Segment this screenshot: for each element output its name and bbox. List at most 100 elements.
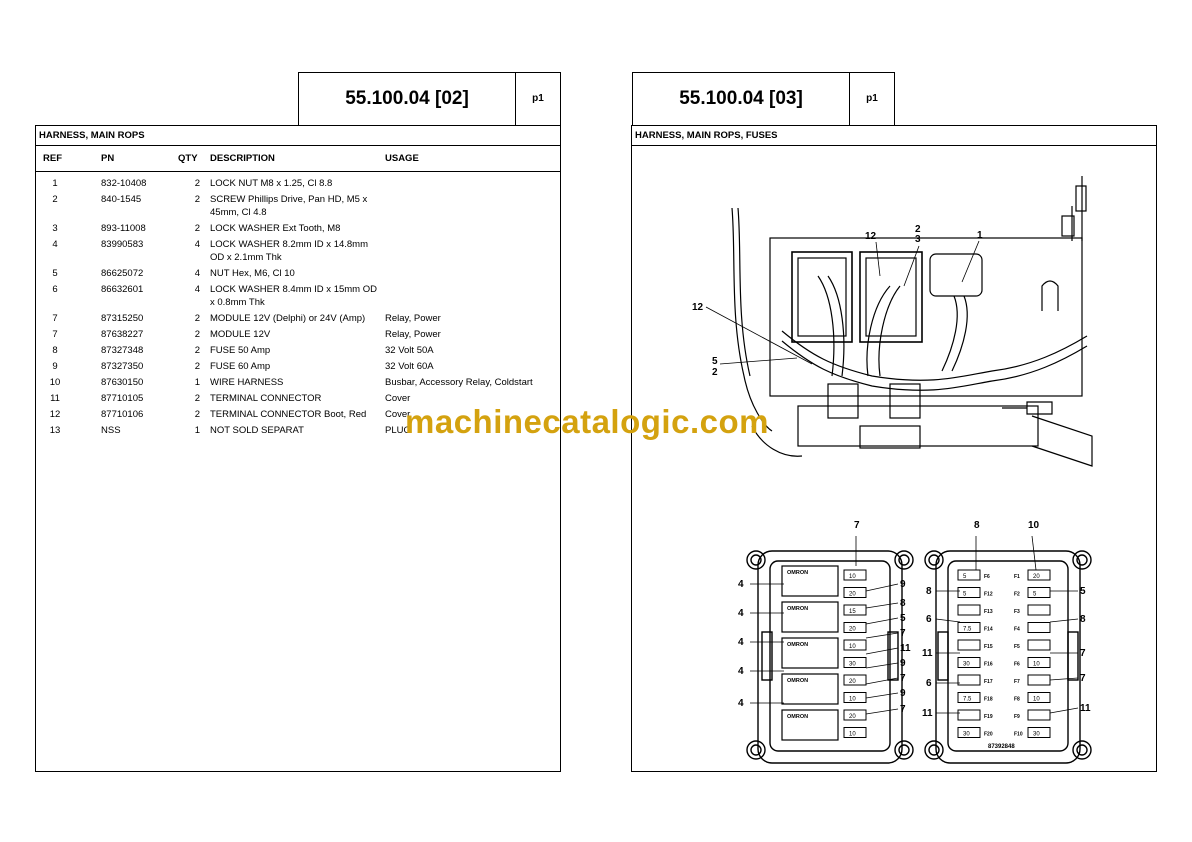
fuse-slot-label: F8	[1014, 697, 1020, 703]
fuse-slot-label: F17	[984, 679, 993, 685]
fuse	[957, 727, 981, 738]
fuse	[843, 604, 867, 616]
callout-label: 9	[900, 579, 906, 590]
usage-cell: Relay, Power	[385, 313, 441, 324]
callout-1: 1	[977, 230, 983, 241]
qty-cell: 2	[194, 329, 200, 340]
usage-cell: 32 Volt 50A	[385, 345, 434, 356]
right-panel-title: HARNESS, MAIN ROPS, FUSES	[632, 126, 1156, 146]
fuse-slot-label: F19	[984, 714, 993, 720]
ref-cell: 4	[52, 239, 58, 250]
qty-cell: 1	[194, 377, 200, 388]
header-usage: USAGE	[385, 153, 419, 164]
right-fuse-box-drawing	[924, 550, 1092, 764]
right-section-code: 55.100.04 [03]	[633, 73, 850, 125]
ref-cell: 8	[52, 345, 58, 356]
pn-cell: NSS	[101, 425, 121, 436]
harness-assembly-drawing	[731, 176, 1093, 467]
usage-cell: PLUG	[385, 425, 411, 436]
fuse	[1027, 709, 1051, 721]
ref-cell: 5	[52, 268, 58, 279]
description-cell: MODULE 12V	[210, 329, 271, 340]
ref-cell: 11	[50, 393, 60, 404]
callout-label: 4	[738, 579, 744, 590]
fuse	[1027, 657, 1051, 668]
callout-label: 7	[1080, 673, 1086, 684]
callout-3: 3	[915, 234, 921, 245]
fuse-rating: 20	[849, 679, 856, 685]
callout-label: 6	[926, 678, 932, 689]
callout-label: 11	[1080, 703, 1091, 714]
callout-label: 4	[738, 698, 744, 709]
fuse-rating: 20	[1033, 574, 1040, 580]
callout-label: 9	[900, 658, 906, 669]
fuse	[1027, 639, 1051, 651]
fuse-slot-label: F9	[1014, 714, 1020, 720]
description-cell: TERMINAL CONNECTOR	[210, 393, 322, 404]
fuse	[1027, 674, 1051, 686]
left-fuse-box-drawing	[746, 550, 914, 764]
relay-module	[781, 637, 839, 669]
callout-label: 11	[922, 648, 933, 659]
fuse-rating: 7.5	[963, 697, 972, 703]
fuse-slot-label: F16	[984, 662, 993, 668]
fuse	[843, 569, 867, 581]
qty-cell: 2	[194, 313, 200, 324]
fuse-rating: 10	[1033, 662, 1040, 668]
fuse-box-part-number: 87392848	[988, 744, 1015, 750]
fuse-slot-label: F6	[984, 574, 990, 580]
ref-cell: 7	[52, 329, 58, 340]
callout-label: 4	[738, 637, 744, 648]
ref-cell: 6	[52, 284, 58, 295]
description-cell: LOCK WASHER 8.4mm ID x 15mm OD x 0.8mm T…	[210, 284, 377, 308]
callout-label: 10	[1028, 520, 1040, 531]
fuse	[843, 587, 867, 598]
qty-cell: 4	[194, 284, 200, 295]
callout-12-top: 12	[865, 231, 877, 242]
relay-brand-label: OMRON	[787, 678, 808, 684]
fuse-rating: 30	[1033, 732, 1040, 738]
fuse-rating: 10	[1033, 697, 1040, 703]
qty-cell: 2	[194, 361, 200, 372]
pn-cell: 86625072	[101, 268, 144, 279]
description-cell: FUSE 60 Amp	[210, 361, 271, 372]
qty-cell: 2	[194, 194, 200, 205]
header-pn: PN	[101, 153, 115, 164]
fuse-slot-label: F13	[984, 609, 993, 615]
qty-cell: 2	[194, 345, 200, 356]
qty-cell: 1	[194, 425, 200, 436]
fuse	[843, 692, 867, 703]
fuse-rating: 10	[849, 697, 856, 703]
description-cell: FUSE 50 Amp	[210, 345, 271, 356]
relay-brand-label: OMRON	[787, 714, 808, 720]
fuse	[957, 639, 981, 651]
right-header-box: 55.100.04 [03] p1	[632, 72, 895, 126]
fuse-rating: 10	[849, 574, 856, 580]
callout-label: 5	[900, 613, 906, 624]
fuse-slot-label: F6	[1014, 662, 1020, 668]
callout-2: 2	[915, 224, 921, 235]
header-ref: REF	[43, 153, 62, 164]
fuse-rating: 30	[849, 662, 856, 668]
ref-cell: 10	[49, 377, 61, 388]
fuse	[843, 709, 867, 721]
left-panel-title: HARNESS, MAIN ROPS	[36, 126, 560, 146]
callout-label: 7	[900, 673, 906, 684]
fuse	[957, 657, 981, 668]
callout-label: 11	[922, 708, 933, 719]
fuse-rating: 10	[849, 644, 856, 650]
callout-label: 5	[1080, 586, 1086, 597]
fuse	[843, 639, 867, 651]
fuse-slot-label: F2	[1014, 592, 1020, 598]
callout-label: 8	[1080, 614, 1086, 625]
